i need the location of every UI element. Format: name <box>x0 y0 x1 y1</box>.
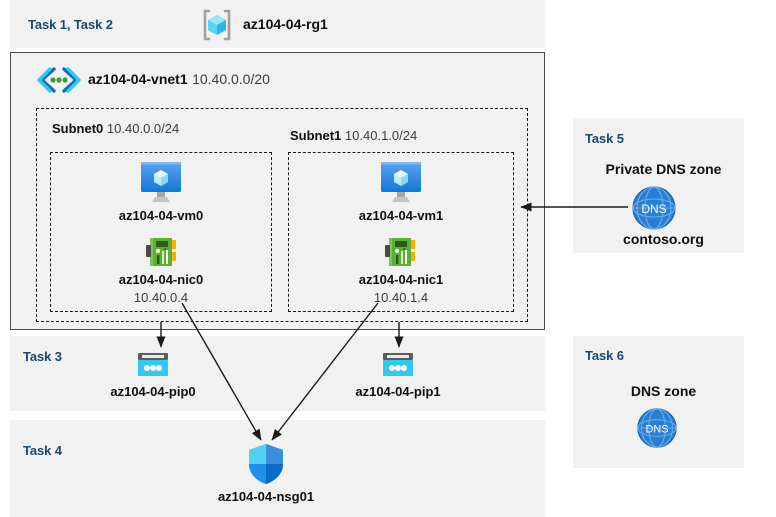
network-interface-icon <box>384 236 418 268</box>
subnet1-cidr: 10.40.1.0/24 <box>344 128 418 143</box>
private-dns-zone-heading: Private DNS zone <box>605 161 722 177</box>
task-label-4: Task 4 <box>23 443 62 458</box>
subnet0-title: Subnet0 10.40.0.0/24 <box>52 121 179 136</box>
task-label-6: Task 6 <box>585 348 624 363</box>
header-panel <box>10 0 545 48</box>
resource-group-icon <box>199 7 235 43</box>
vnet-name: az104-04-vnet1 <box>88 71 188 87</box>
network-interface-icon <box>145 236 179 268</box>
nic0-name: az104-04-nic0 <box>118 272 204 287</box>
task-label-5: Task 5 <box>585 131 624 146</box>
dns-globe-icon: DNS <box>631 185 677 231</box>
pip0-name: az104-04-pip0 <box>110 384 196 399</box>
task-label-3: Task 3 <box>23 349 62 364</box>
task-label-1-2: Task 1, Task 2 <box>28 17 113 32</box>
subnet0-container <box>50 152 272 312</box>
vm0-name: az104-04-vm0 <box>118 208 204 223</box>
vm1-name: az104-04-vm1 <box>358 208 444 223</box>
resource-group-name: az104-04-rg1 <box>243 16 328 32</box>
dns-zone-heading: DNS zone <box>630 383 697 399</box>
nsg-name: az104-04-nsg01 <box>217 489 315 504</box>
virtual-network-icon <box>36 66 82 94</box>
pip1-name: az104-04-pip1 <box>355 384 441 399</box>
public-ip-address-icon <box>136 351 170 379</box>
svg-text:DNS: DNS <box>645 424 668 436</box>
svg-text:DNS: DNS <box>641 202 666 216</box>
dns-globe-icon: DNS <box>636 407 678 449</box>
virtual-machine-icon <box>137 160 185 204</box>
task5-panel <box>573 118 744 253</box>
nic1-name: az104-04-nic1 <box>358 272 444 287</box>
nic1-ip: 10.40.1.4 <box>373 290 429 305</box>
subnet1-container <box>288 152 514 312</box>
private-dns-zone-name: contoso.org <box>623 231 704 247</box>
public-ip-address-icon <box>381 351 415 379</box>
subnet0-cidr: 10.40.0.0/24 <box>106 121 180 136</box>
nic0-ip: 10.40.0.4 <box>133 290 189 305</box>
task3-panel <box>10 336 545 411</box>
network-security-group-icon <box>246 442 286 486</box>
subnet1-label: Subnet1 <box>290 128 342 143</box>
vnet-container <box>10 52 545 330</box>
subnet1-title: Subnet1 10.40.1.0/24 <box>290 128 417 143</box>
virtual-machine-icon <box>377 160 425 204</box>
subnet0-label: Subnet0 <box>52 121 104 136</box>
vnet-cidr: 10.40.0.0/20 <box>192 71 270 87</box>
